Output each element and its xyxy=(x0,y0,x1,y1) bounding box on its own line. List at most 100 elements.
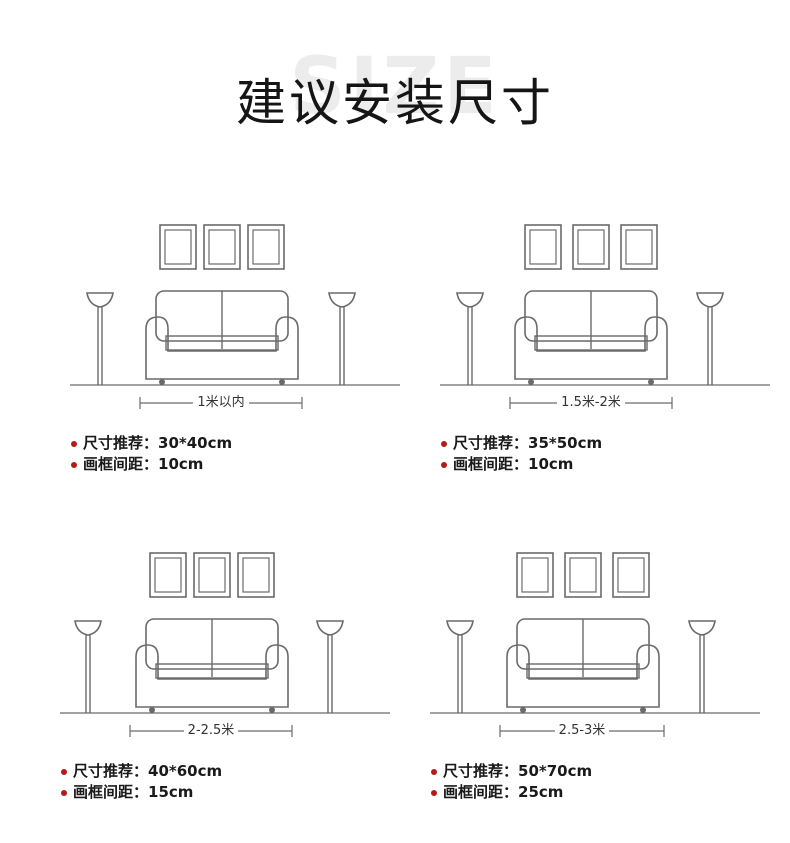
lamp-shade xyxy=(688,620,716,636)
spec-spacing-text: 画框间距：10cm xyxy=(83,455,204,473)
spec-spacing-row: 画框间距：10cm xyxy=(441,454,602,475)
spec-size-row: 尺寸推荐：35*50cm xyxy=(441,433,602,454)
lamp-shade xyxy=(86,292,114,308)
lamp-shade xyxy=(696,292,724,308)
picture-frame-outer xyxy=(516,552,554,598)
sofa xyxy=(145,290,299,385)
spec-size-row: 尺寸推荐：30*40cm xyxy=(71,433,232,454)
scene-illustration xyxy=(70,224,400,409)
picture-frame-outer xyxy=(247,224,285,270)
floor-lamp-right xyxy=(316,620,344,713)
layout-panel-4: 2.5-3米 尺寸推荐：50*70cm 画框间距：25cm xyxy=(415,535,760,825)
spec-spacing-text: 画框间距：10cm xyxy=(453,455,574,473)
layout-panel-2: 1.5米-2米 尺寸推荐：35*50cm 画框间距：10cm xyxy=(425,205,770,495)
sofa-foot xyxy=(528,379,534,385)
picture-frame-inner xyxy=(164,229,192,265)
frame-group xyxy=(516,552,650,598)
width-label-text: 2.5-3米 xyxy=(554,723,610,738)
frame-group xyxy=(159,224,285,270)
picture-frame-inner xyxy=(521,557,549,593)
sofa-seat xyxy=(155,663,269,679)
width-label-text: 2-2.5米 xyxy=(183,723,239,738)
sofa-foot xyxy=(159,379,165,385)
frame-group xyxy=(524,224,658,270)
watermark-text: SIZE xyxy=(289,42,501,132)
lamp-shade xyxy=(74,620,102,636)
picture-frame-inner xyxy=(198,557,226,593)
spec-spacing-row: 画框间距：15cm xyxy=(61,782,222,803)
picture-frame-outer xyxy=(159,224,197,270)
sofa-foot xyxy=(149,707,155,713)
width-label: 2.5-3米 xyxy=(500,721,664,741)
spec-size-text: 尺寸推荐：50*70cm xyxy=(443,762,593,780)
width-label: 1米以内 xyxy=(140,393,302,413)
picture-frame-inner xyxy=(569,557,597,593)
width-label-text: 1.5米-2米 xyxy=(557,395,625,410)
bullet-icon xyxy=(431,768,437,775)
floor-lamp-left xyxy=(456,292,484,385)
header: SIZE 建议安装尺寸 xyxy=(0,40,790,150)
width-label: 1.5米-2米 xyxy=(510,393,672,413)
bullet-icon xyxy=(61,789,67,796)
lamp-shade xyxy=(328,292,356,308)
sofa-body xyxy=(506,644,660,708)
width-label: 2-2.5米 xyxy=(130,721,292,741)
picture-frame-outer xyxy=(203,224,241,270)
floor-lamp-right xyxy=(328,292,356,385)
bullet-icon xyxy=(441,461,447,468)
scene-illustration xyxy=(440,224,770,409)
lamp-shade xyxy=(446,620,474,636)
spec-size-text: 尺寸推荐：40*60cm xyxy=(73,762,223,780)
sofa-foot xyxy=(279,379,285,385)
spec-list: 尺寸推荐：35*50cm 画框间距：10cm xyxy=(441,433,602,475)
floor-lamp-right xyxy=(688,620,716,713)
spec-spacing-text: 画框间距：25cm xyxy=(443,783,564,801)
bullet-icon xyxy=(431,789,437,796)
picture-frame-outer xyxy=(237,552,275,598)
picture-frame-inner xyxy=(208,229,236,265)
sofa-foot xyxy=(648,379,654,385)
spec-list: 尺寸推荐：40*60cm 画框间距：15cm xyxy=(61,761,222,803)
sofa xyxy=(506,618,660,713)
layout-panel-3: 2-2.5米 尺寸推荐：40*60cm 画框间距：15cm xyxy=(45,535,390,825)
spec-size-row: 尺寸推荐：50*70cm xyxy=(431,761,592,782)
sofa-body xyxy=(145,316,299,380)
bullet-icon xyxy=(71,461,77,468)
spec-size-row: 尺寸推荐：40*60cm xyxy=(61,761,222,782)
sofa xyxy=(514,290,668,385)
spec-spacing-text: 画框间距：15cm xyxy=(73,783,194,801)
page-title: 建议安装尺寸 xyxy=(236,74,554,132)
picture-frame-outer xyxy=(572,224,610,270)
frame-group xyxy=(149,552,275,598)
sofa-seat xyxy=(165,335,279,351)
scene-illustration xyxy=(430,552,760,737)
sofa-body xyxy=(135,644,289,708)
floor-lamp-left xyxy=(74,620,102,713)
spec-size-text: 尺寸推荐：35*50cm xyxy=(453,434,603,452)
picture-frame-outer xyxy=(564,552,602,598)
floor-lamp-left xyxy=(446,620,474,713)
sofa-foot xyxy=(520,707,526,713)
bullet-icon xyxy=(441,440,447,447)
picture-frame-inner xyxy=(154,557,182,593)
picture-frame-outer xyxy=(620,224,658,270)
bullet-icon xyxy=(61,768,67,775)
picture-frame-inner xyxy=(529,229,557,265)
floor-lamp-left xyxy=(86,292,114,385)
picture-frame-inner xyxy=(625,229,653,265)
picture-frame-outer xyxy=(612,552,650,598)
sofa-foot xyxy=(269,707,275,713)
picture-frame-outer xyxy=(524,224,562,270)
spec-spacing-row: 画框间距：25cm xyxy=(431,782,592,803)
lamp-shade xyxy=(316,620,344,636)
picture-frame-inner xyxy=(617,557,645,593)
floor-lamp-right xyxy=(696,292,724,385)
layout-panel-1: 1米以内 尺寸推荐：30*40cm 画框间距：10cm xyxy=(55,205,400,495)
sofa xyxy=(135,618,289,713)
sofa-seat xyxy=(534,335,648,351)
sofa-seat xyxy=(526,663,640,679)
picture-frame-inner xyxy=(242,557,270,593)
picture-frame-inner xyxy=(577,229,605,265)
sofa-foot xyxy=(640,707,646,713)
spec-list: 尺寸推荐：50*70cm 画框间距：25cm xyxy=(431,761,592,803)
